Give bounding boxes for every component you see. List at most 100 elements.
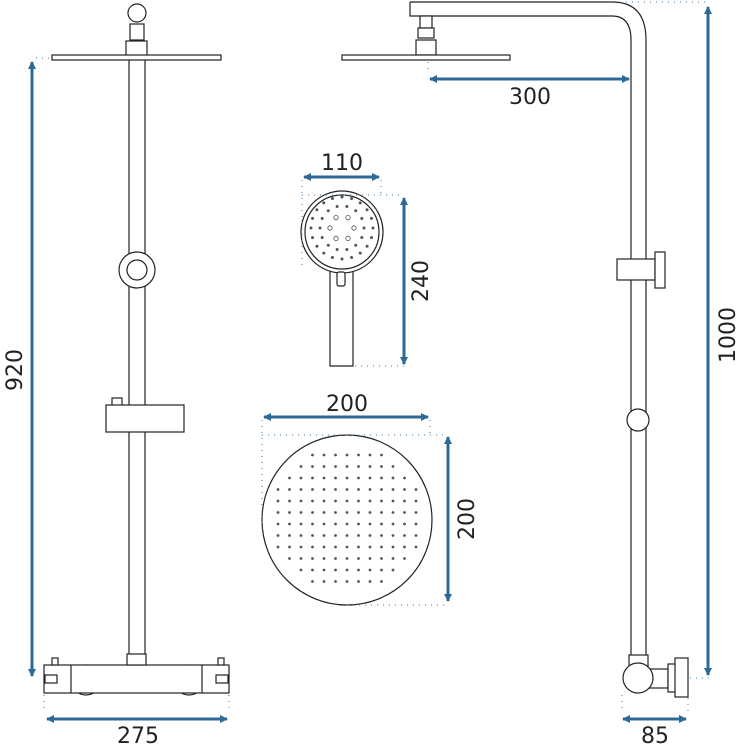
soap-holder <box>105 404 185 433</box>
nozzle-dot <box>345 580 349 583</box>
nozzle-dot <box>311 488 314 491</box>
nozzle-dot <box>276 545 280 549</box>
nozzle-dot <box>320 216 324 220</box>
nozzle-dot <box>354 209 358 213</box>
mode-button <box>336 271 346 287</box>
side-view: 300 1000 85 <box>341 1 741 744</box>
nozzle-dot <box>334 534 337 537</box>
holder-plate <box>654 251 666 289</box>
nozzle-dot <box>322 557 326 560</box>
nozzle-dot <box>371 226 375 230</box>
nozzle-dot <box>333 215 339 221</box>
hand-shower-holder <box>616 258 656 281</box>
nozzle-dot <box>334 476 337 480</box>
valve-body <box>622 662 654 694</box>
nozzle-dot <box>380 534 383 537</box>
nozzle-dot <box>334 465 337 468</box>
thermostat-body <box>43 664 230 694</box>
nozzle-dot <box>368 557 372 560</box>
nozzle-dot <box>414 534 418 537</box>
dimension-label-240: 240 <box>409 260 434 302</box>
nozzle-dot <box>391 511 395 514</box>
nozzle-dot <box>380 568 383 572</box>
nozzle-dot <box>311 216 315 220</box>
rain-head-top-view: 200 200 <box>261 392 480 606</box>
nozzle-dot <box>357 488 360 491</box>
nozzle-dot <box>368 568 372 572</box>
nozzle-dot <box>322 499 326 503</box>
nozzle-dot <box>276 522 280 526</box>
slider-ring-side <box>626 408 650 432</box>
nozzle-dot <box>391 476 395 480</box>
nozzle-dot <box>276 499 280 503</box>
nozzle-dot <box>368 488 372 491</box>
nozzle-dot <box>322 522 326 526</box>
nozzle-dot <box>357 453 360 457</box>
arm-stem <box>419 15 433 29</box>
nozzle-dot <box>357 568 360 572</box>
nozzle-dot <box>360 216 364 220</box>
nozzle-dot <box>357 580 360 583</box>
nozzle-dot <box>330 255 334 259</box>
nozzle-dot <box>320 236 324 240</box>
wall-flange <box>674 657 689 698</box>
nozzle-dot <box>299 488 303 491</box>
ext-line <box>621 695 689 712</box>
ext-line <box>261 420 448 606</box>
nozzle-dot <box>299 522 303 526</box>
nozzle-dot <box>380 465 383 468</box>
rain-head-circle <box>261 434 433 606</box>
ext-line <box>620 1 712 679</box>
nozzle-dot <box>380 488 383 491</box>
rain-head-nozzles <box>276 453 418 583</box>
nozzle-dot <box>380 557 383 560</box>
riser-pole <box>128 54 146 661</box>
nozzle-dot <box>357 499 360 503</box>
nozzle-dot <box>368 476 372 480</box>
nozzle-dot <box>380 522 383 526</box>
nozzle-dot <box>368 534 372 537</box>
nozzle-dot <box>369 216 373 220</box>
nozzle-dot <box>322 568 326 572</box>
nozzle-dot <box>311 568 314 572</box>
hand-shower-nozzles <box>309 195 375 261</box>
nozzle-dot <box>345 511 349 514</box>
hand-shower-face <box>304 194 380 270</box>
nozzle-dot <box>380 580 383 583</box>
hand-shower-head <box>300 190 384 274</box>
nozzle-dot <box>318 226 322 230</box>
nozzle-dot <box>360 236 364 240</box>
nozzle-dot <box>340 195 344 199</box>
nozzle-dot <box>391 534 395 537</box>
nozzle-dot <box>350 197 354 201</box>
nozzle-dot <box>334 568 337 572</box>
nozzle-dot <box>345 568 349 572</box>
nozzle-dot <box>380 499 383 503</box>
nozzle-dot <box>322 545 326 549</box>
nozzle-dot <box>311 511 314 514</box>
nozzle-dot <box>403 488 406 491</box>
nozzle-dot <box>315 244 319 248</box>
rain-head-plate-side <box>341 54 511 61</box>
nozzle-dot <box>333 235 339 241</box>
nozzle-dot <box>311 545 314 549</box>
nozzle-dot <box>391 568 395 572</box>
nozzle-dot <box>334 557 337 560</box>
dimension-label-200-height: 200 <box>455 498 480 540</box>
nozzle-dot <box>311 476 314 480</box>
nozzle-dot <box>357 522 360 526</box>
nozzle-dot <box>276 511 280 514</box>
nozzle-dot <box>288 522 291 526</box>
nozzle-dot <box>322 453 326 457</box>
nozzle-dot <box>345 465 349 468</box>
nozzle-dot <box>391 545 395 549</box>
nozzle-dot <box>315 208 319 212</box>
nozzle-dot <box>365 208 369 212</box>
nozzle-dot <box>345 235 351 241</box>
nozzle-dot <box>357 534 360 537</box>
nozzle-dot <box>414 522 418 526</box>
nozzle-dot <box>288 534 291 537</box>
nozzle-dot <box>365 244 369 248</box>
nozzle-dot <box>288 511 291 514</box>
nozzle-dot <box>380 476 383 480</box>
